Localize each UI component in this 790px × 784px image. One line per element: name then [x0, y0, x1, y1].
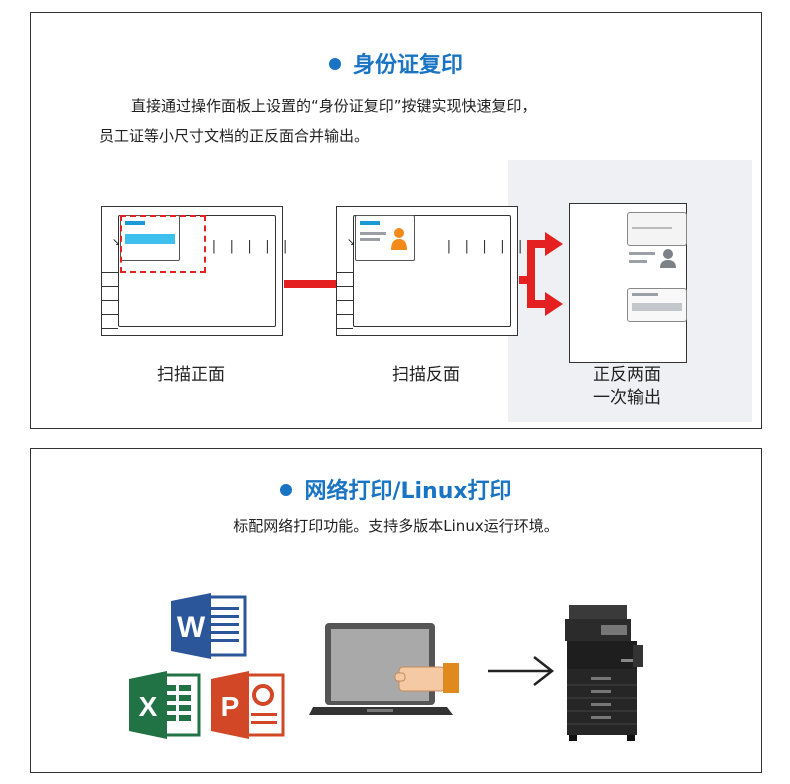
network-print-panel: 网络打印/Linux打印 标配网络打印功能。支持多版本Linux运行环境。 W …	[30, 448, 762, 773]
word-icon: W	[171, 593, 247, 659]
document-feeder-lines	[102, 259, 118, 329]
network-print-title: 网络打印/Linux打印	[31, 473, 761, 505]
id-card-front	[120, 215, 180, 261]
arrow-right-icon	[488, 656, 555, 686]
person-icon	[663, 249, 673, 259]
caption-output: 正反两面 一次输出	[593, 365, 661, 408]
output-sheet	[569, 203, 687, 363]
person-icon	[391, 228, 407, 250]
svg-text:P: P	[221, 691, 240, 722]
id-card-back	[355, 215, 415, 261]
excel-icon: X	[129, 671, 201, 739]
connector-bar	[284, 280, 336, 288]
corner-arrow-icon: ↘	[347, 237, 356, 248]
id-copy-description: 直接通过操作面板上设置的“身份证复印”按键实现快速复印， 员工证等小尺寸文档的正…	[99, 97, 537, 145]
ruler-ticks: |||||	[210, 239, 300, 254]
caption-scan-back: 扫描反面	[392, 365, 460, 385]
id-copy-panel: 身份证复印 直接通过操作面板上设置的“身份证复印”按键实现快速复印， 员工证等小…	[30, 12, 762, 429]
printer-icon	[565, 605, 643, 741]
bullet-dot-icon	[280, 484, 293, 496]
network-print-description: 标配网络打印功能。支持多版本Linux运行环境。	[233, 517, 559, 535]
svg-text:W: W	[177, 611, 206, 644]
corner-arrow-icon: ↘	[112, 237, 121, 248]
scanner-glass-back: ↘ |||||	[336, 206, 524, 336]
svg-text:X: X	[139, 691, 158, 722]
output-card-second	[627, 288, 687, 322]
powerpoint-icon: P	[211, 671, 285, 739]
split-arrow-icon	[519, 232, 563, 316]
bullet-dot-icon	[328, 58, 341, 70]
output-card-back-lines	[629, 249, 676, 268]
output-card-front	[627, 212, 687, 246]
document-feeder-lines	[337, 259, 353, 329]
hand-pointer-icon	[394, 663, 459, 693]
laptop-icon	[309, 623, 459, 715]
scan-area-highlight	[120, 215, 206, 273]
scanner-glass-front: ↘ |||||	[101, 206, 289, 336]
ruler-ticks: |||||	[445, 239, 535, 254]
platen-area	[353, 215, 511, 327]
caption-scan-front: 扫描正面	[157, 365, 225, 385]
id-copy-title: 身份证复印	[31, 47, 761, 79]
